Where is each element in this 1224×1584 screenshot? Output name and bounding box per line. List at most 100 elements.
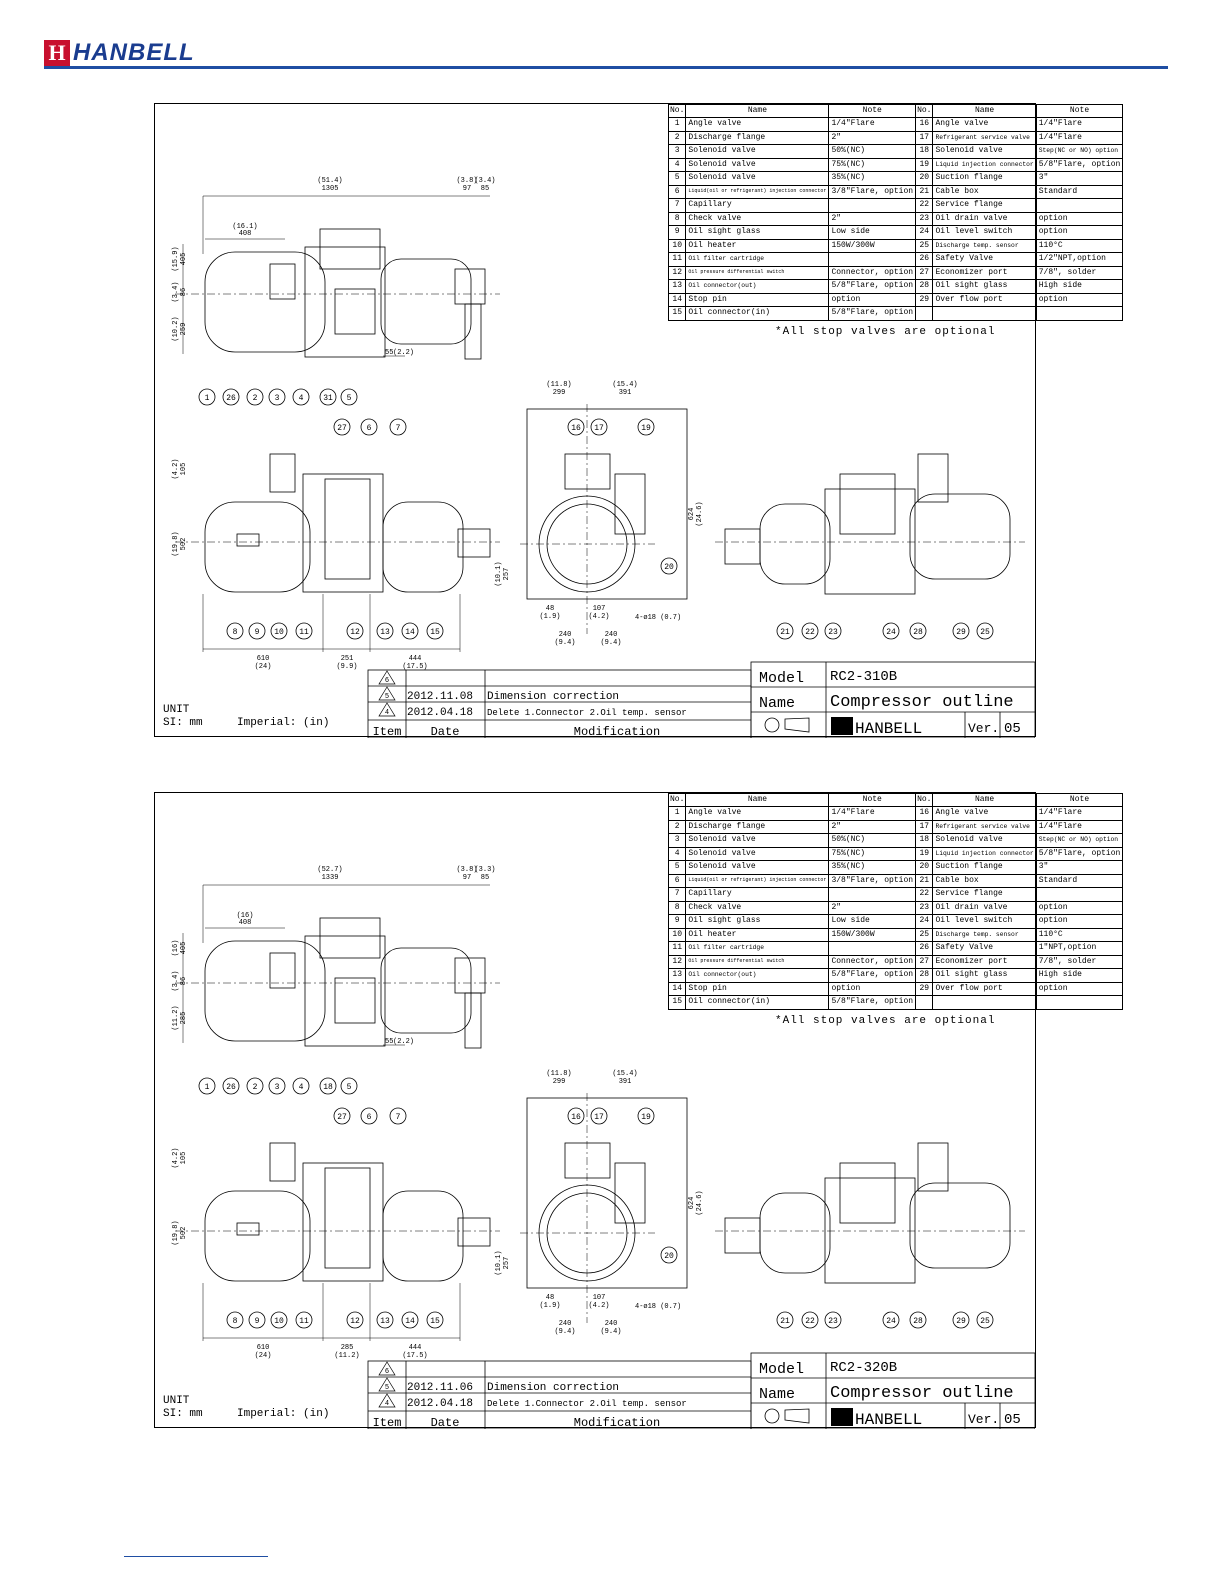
callout-circle-icon (346, 622, 364, 640)
dim-end-h-in: (24.6) (696, 501, 704, 526)
parts-cell-note: Standard (1035, 873, 1124, 888)
projection-symbol-icon (764, 1408, 810, 1424)
callout-circle-icon (226, 622, 244, 640)
callout-number: 24 (886, 1317, 896, 1326)
dim-end-w1-mm: 299 (553, 1078, 566, 1086)
callout-top-5: 31 (319, 388, 337, 406)
callout-circle-icon (270, 1311, 288, 1329)
callout-rear-4: 28 (909, 1311, 927, 1329)
callout-end-0: 16 (567, 418, 585, 436)
callout-rear-2: 23 (824, 1311, 842, 1329)
dim-end-w2-in: (15.4) (612, 1070, 637, 1078)
parts-cell-note: 5/8"Flare, option (828, 995, 917, 1010)
revision-modification: Delete 1.Connector 2.Oil temp. sensor (487, 708, 687, 718)
parts-cell-name: Safety Valve (932, 941, 1037, 956)
parts-cell-note: 35%(NC) (828, 860, 917, 875)
callout-side-top-2: 7 (389, 1107, 407, 1125)
callout-number: 17 (594, 424, 604, 433)
dim-inner-in: (16) (237, 912, 254, 920)
dim-side-r1-mm: 257 (503, 568, 511, 581)
parts-cell-note: 2" (828, 211, 917, 226)
revision-item: 4 (385, 709, 389, 717)
callout-number: 21 (780, 628, 790, 637)
callout-number: 25 (980, 1317, 990, 1326)
dim-side-b1-in: (24) (255, 663, 272, 671)
callout-rear-4: 28 (909, 622, 927, 640)
parts-cell-no: 1 (667, 806, 687, 821)
hanbell-logo: H HANBELL (44, 39, 195, 66)
dim-left1-in: (15.9) (172, 246, 180, 271)
callout-top-4: 4 (292, 1077, 310, 1095)
parts-cell-name: Stop pin (685, 292, 830, 307)
parts-cell-name: Cable box (932, 184, 1037, 199)
callout-side-6: 14 (401, 1311, 419, 1329)
parts-header-no: No. (667, 104, 687, 118)
parts-cell-note: Connector, option (828, 265, 917, 280)
revision-item: 6 (385, 1368, 389, 1376)
callout-number: 9 (255, 1317, 260, 1326)
revision-item: 5 (385, 693, 389, 701)
parts-cell-no: 19 (915, 846, 934, 861)
header-rule (44, 66, 1168, 69)
dim-left3-in: (11.2) (172, 1005, 180, 1030)
parts-cell-note: 110°C (1035, 927, 1124, 942)
callout-number: 29 (956, 628, 966, 637)
callout-side-top-1: 6 (360, 418, 378, 436)
dim-left2-in: (3.4) (172, 970, 180, 991)
callout-circle-icon (246, 388, 264, 406)
parts-cell-no: 10 (667, 238, 687, 253)
parts-cell-name: Service flange (932, 887, 1037, 902)
callout-top-1: 26 (222, 1077, 240, 1095)
parts-cell-note: 75%(NC) (828, 157, 917, 172)
si-unit-label: SI: mm (163, 1408, 203, 1420)
parts-cell-note (1035, 198, 1124, 213)
parts-cell-note: 75%(NC) (828, 846, 917, 861)
parts-cell-note: Step(NC or NO) option (1035, 144, 1124, 159)
parts-cell-name: Oil connector(in) (685, 306, 830, 321)
model-value: RC2-320B (830, 1360, 897, 1376)
callout-circle-icon (270, 622, 288, 640)
parts-cell-name: Angle valve (685, 806, 830, 821)
callout-side-3: 11 (295, 1311, 313, 1329)
parts-cell-no: 4 (667, 157, 687, 172)
dim-end-w2-mm: 391 (619, 1078, 632, 1086)
parts-cell-no: 28 (915, 279, 934, 294)
callout-circle-icon (952, 622, 970, 640)
dim-side-l2-in: (19.8) (172, 531, 180, 556)
callout-top-6: 5 (340, 388, 358, 406)
callout-number: 17 (594, 1113, 604, 1122)
parts-cell-no: 23 (915, 211, 934, 226)
callout-circle-icon (268, 1077, 286, 1095)
parts-cell-no: 29 (915, 292, 934, 307)
callout-number: 3 (275, 1083, 280, 1092)
parts-cell-name: Discharge flange (685, 130, 830, 145)
parts-cell-name: Oil heater (685, 927, 830, 942)
callout-side-7: 15 (426, 622, 444, 640)
parts-cell-no: 12 (667, 954, 687, 969)
callout-number: 20 (664, 563, 674, 572)
parts-cell-no: 17 (915, 819, 934, 834)
parts-cell-note: option (828, 981, 917, 996)
brand-name: HANBELL (855, 1411, 922, 1429)
imperial-unit-label: Imperial: (in) (237, 717, 329, 729)
callout-end-3: 20 (660, 557, 678, 575)
parts-header-name: Name (685, 104, 830, 118)
version-label: Ver. (968, 1412, 999, 1427)
dim-top-total-in: (52.7) (317, 866, 342, 874)
revision-mark-icon: 4 (378, 702, 396, 717)
callout-side-1: 9 (248, 622, 266, 640)
parts-cell-name: Refrigerant service valve (932, 130, 1037, 145)
parts-cell-note: 5/8"Flare, option (1035, 157, 1124, 172)
dim-side-b3-mm: 444 (409, 1344, 422, 1352)
callout-circle-icon (824, 1311, 842, 1329)
parts-cell-name: Oil heater (685, 238, 830, 253)
parts-cell-name: Oil connector(in) (685, 995, 830, 1010)
callout-circle-icon (389, 418, 407, 436)
callout-number: 4 (299, 1083, 304, 1092)
